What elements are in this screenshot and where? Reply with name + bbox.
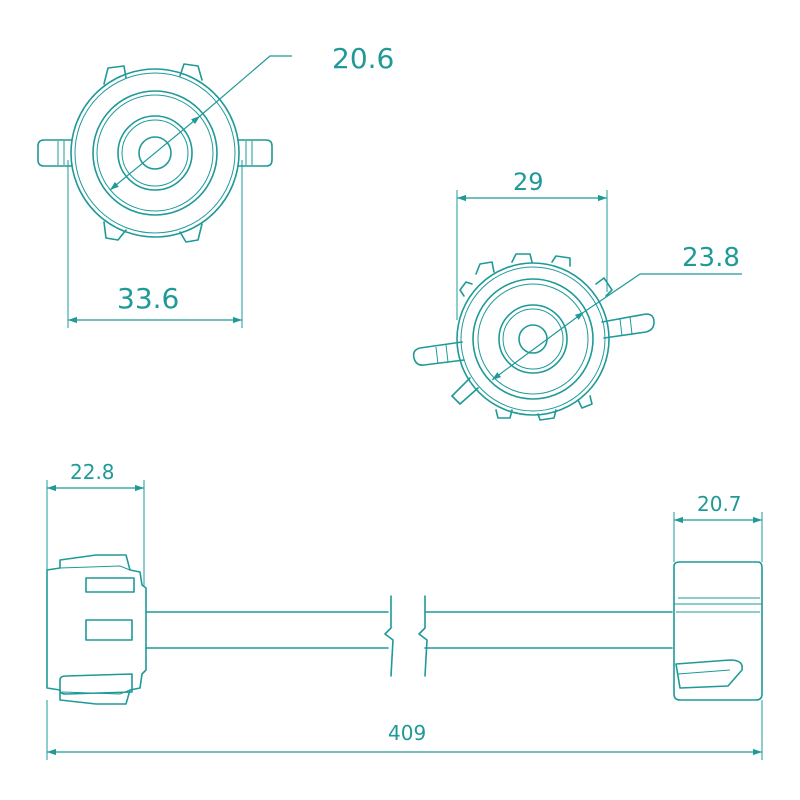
dimension-length-20-7: 20.7: [673, 492, 763, 562]
dim-label-20-7: 20.7: [697, 492, 742, 516]
dim-label-20-6: 20.6: [332, 42, 394, 75]
dimension-width-29: 29: [456, 168, 608, 320]
dim-label-33-6: 33.6: [117, 282, 179, 315]
side-view: [46, 554, 763, 705]
dimension-length-409: 409: [46, 700, 763, 760]
dimension-diameter-23-8: 23.8: [491, 243, 742, 381]
dim-label-22-8: 22.8: [70, 460, 115, 484]
end-view-right: [412, 253, 655, 421]
dimension-length-22-8: 22.8: [46, 460, 145, 586]
dim-label-23-8: 23.8: [682, 243, 740, 273]
dim-label-29: 29: [513, 168, 544, 196]
dimension-diameter-20-6: 20.6: [109, 42, 394, 191]
dim-label-409: 409: [388, 721, 426, 745]
dimension-width-33-6: 33.6: [67, 160, 243, 328]
